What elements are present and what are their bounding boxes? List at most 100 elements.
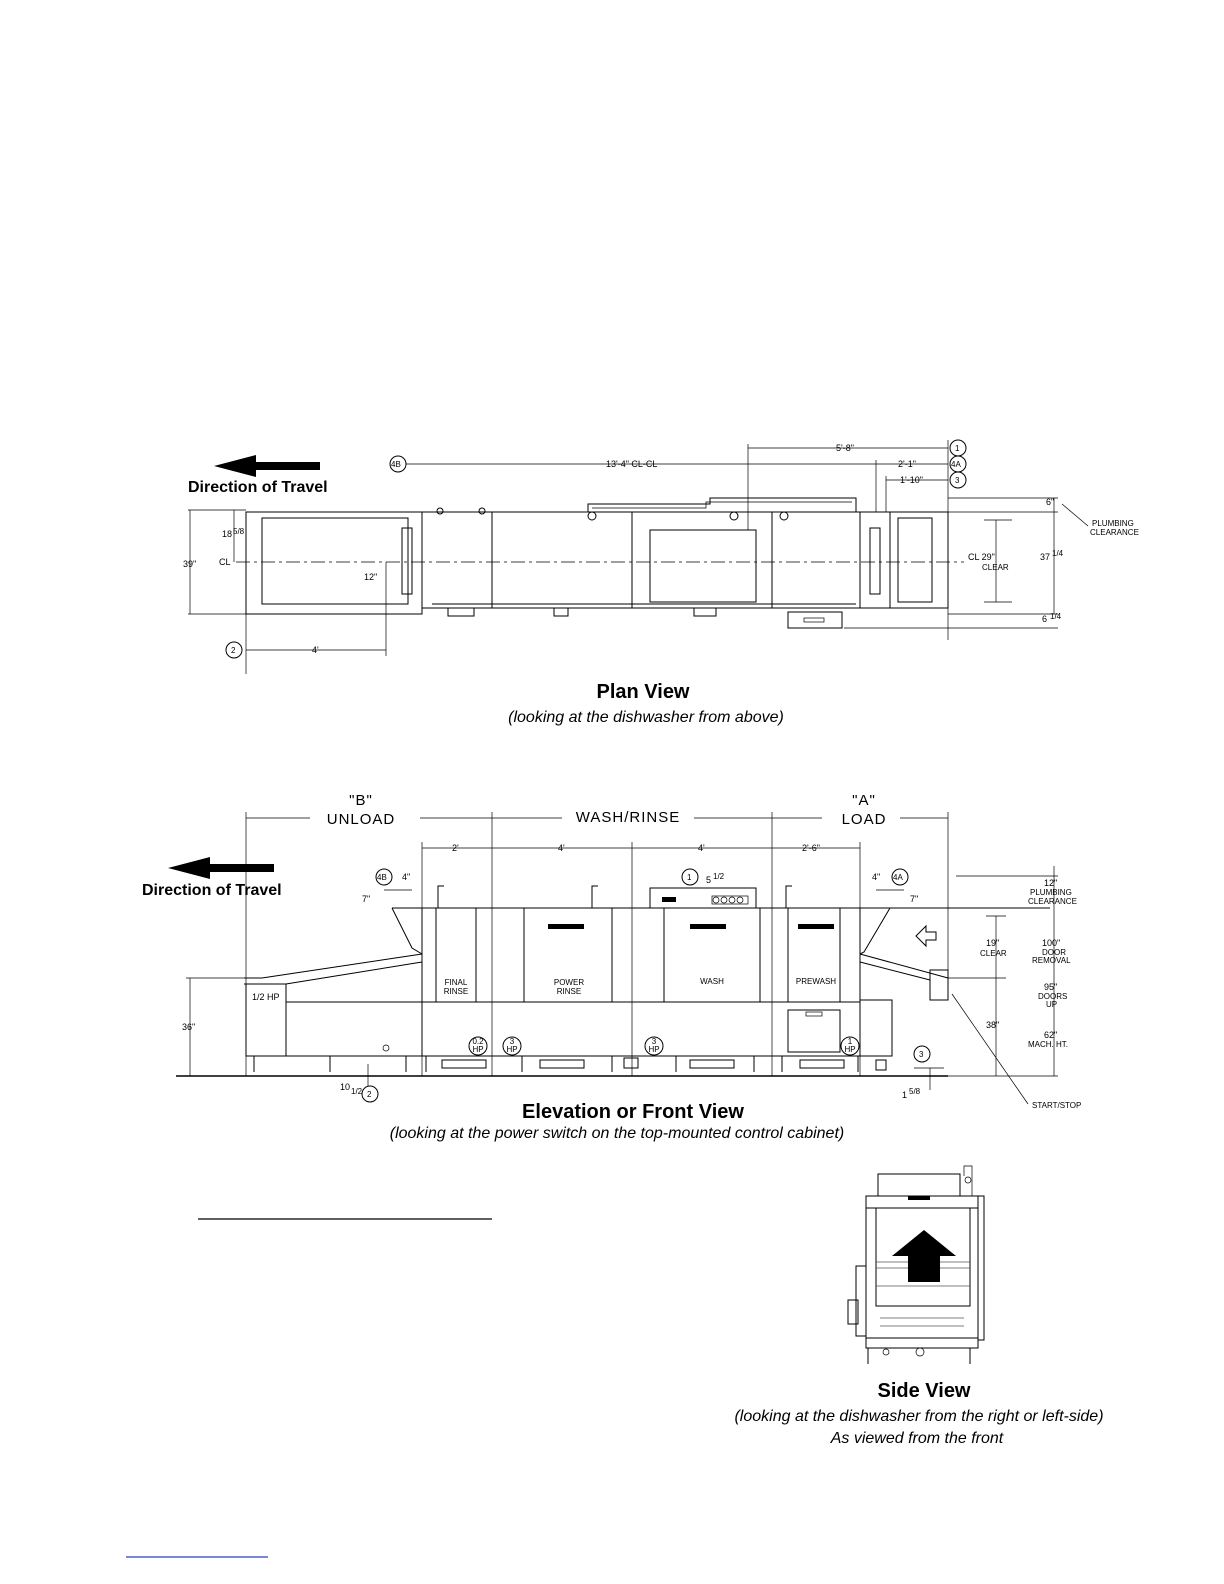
- el-dim-5: 5: [706, 875, 711, 885]
- plan-cl: CL: [219, 557, 231, 567]
- dim-6b-frac: 1/4: [1050, 612, 1062, 621]
- callout-4b: 4B: [391, 460, 401, 469]
- el-callout-4a-circle: [891, 868, 909, 886]
- el-callout-4a: 4A: [893, 873, 903, 882]
- plan-plumbing-2: CLEARANCE: [1090, 528, 1139, 537]
- zone-a-letter: "A": [852, 792, 876, 809]
- el-callout-3: 3: [919, 1050, 924, 1059]
- motor-1-unit: HP: [472, 1045, 483, 1054]
- legs: [253, 1056, 887, 1072]
- el-dim-12: 12": [1044, 878, 1057, 888]
- motor-2-unit: HP: [506, 1045, 517, 1054]
- el-dim-10-frac: 1/2: [351, 1087, 363, 1096]
- dim-6b: 6: [1042, 614, 1047, 624]
- el-dim-4l: 4": [402, 872, 410, 882]
- motor-4-unit: HP: [844, 1045, 855, 1054]
- elevation-view-title: Elevation or Front View: [522, 1101, 744, 1123]
- el-dim-38: 38": [986, 1020, 999, 1030]
- el-dim-7r: 7": [910, 894, 918, 904]
- el-callout-1: 1: [687, 873, 692, 882]
- motor-3-val: 3: [652, 1037, 657, 1046]
- el-mach-ht-2: MACH. HT.: [1028, 1040, 1068, 1049]
- callout-3-circle: [949, 471, 967, 489]
- el-callout-1-circle: [681, 868, 699, 886]
- motor-3-unit: HP: [648, 1045, 659, 1054]
- el-mach-ht-1: 62": [1044, 1030, 1057, 1040]
- dim-37: 37: [1040, 552, 1050, 562]
- sec-1: 2': [452, 843, 459, 853]
- el-callout-4b-circle: [375, 868, 393, 886]
- zone-b-letter: "B": [349, 792, 373, 809]
- el-dim-4r: 4": [872, 872, 880, 882]
- motor-2-val: 3: [510, 1037, 515, 1046]
- side-view-caption-2: As viewed from the front: [830, 1430, 1004, 1447]
- el-doors-up-3: UP: [1046, 1000, 1057, 1009]
- elevation-direction-arrow: [168, 857, 274, 879]
- el-doors-up-1: 95": [1044, 982, 1057, 992]
- plan-view: Direction of Travel 1 4A 3 4B 5'-8" 13'-…: [183, 439, 1139, 726]
- el-callout-2-circle: [361, 1085, 379, 1103]
- dim-4: 4': [312, 645, 319, 655]
- callout-3: 3: [955, 476, 960, 485]
- el-callout-4b: 4B: [377, 873, 387, 882]
- dim-39: 39": [183, 559, 196, 569]
- plan-plumbing-1: PLUMBING: [1092, 519, 1134, 528]
- badge-power: [548, 924, 584, 929]
- tank-final-1: FINAL: [445, 978, 468, 987]
- callout-1: 1: [955, 444, 960, 453]
- callout-4a: 4A: [951, 460, 961, 469]
- el-dim-7l: 7": [362, 894, 370, 904]
- tank-wash: WASH: [700, 977, 724, 986]
- elevation-view-caption: (looking at the power switch on the top-…: [390, 1125, 844, 1142]
- el-door-removal-2: DOOR: [1042, 948, 1066, 957]
- badge-prewash: [798, 924, 834, 929]
- tank-prewash: PREWASH: [796, 977, 836, 986]
- dim-12: 12": [364, 572, 377, 582]
- dim-overall: 13'-4" CL-CL: [606, 459, 657, 469]
- dim-5-8: 5'-8": [836, 443, 854, 453]
- el-callout-3-circle: [913, 1045, 931, 1063]
- sec-3: 4': [698, 843, 705, 853]
- dim-18-frac: 5/8: [233, 527, 245, 536]
- el-hp-half: 1/2 HP: [252, 992, 280, 1002]
- callout-2: 2: [231, 646, 236, 655]
- plan-direction-label: Direction of Travel: [188, 479, 328, 496]
- zone-wash: WASH/RINSE: [576, 809, 680, 826]
- el-plumbing-1: PLUMBING: [1030, 888, 1072, 897]
- el-dim-1-5-8: 1: [902, 1090, 907, 1100]
- dim-18: 18: [222, 529, 232, 539]
- side-up-arrow-icon: [892, 1230, 956, 1282]
- tank-final-2: RINSE: [444, 987, 468, 996]
- plan-clear: CLEAR: [982, 563, 1009, 572]
- zone-b-name: UNLOAD: [327, 811, 396, 828]
- el-dim-19: 19": [986, 938, 999, 948]
- motor-4-val: 1: [848, 1037, 853, 1046]
- side-view-caption-1: (looking at the dishwasher from the righ…: [734, 1408, 1103, 1425]
- dim-1-10: 1'-10": [900, 475, 923, 485]
- el-callout-2: 2: [367, 1090, 372, 1099]
- motor-1-val: 0.2: [472, 1037, 484, 1046]
- plan-direction-arrow: [214, 455, 320, 477]
- el-dim-36: 36": [182, 1022, 195, 1032]
- dim-6: 6": [1046, 497, 1054, 507]
- plan-view-title: Plan View: [596, 681, 689, 703]
- load-arrow-icon: [915, 924, 937, 948]
- el-dim-5-frac: 1/2: [713, 872, 725, 881]
- elevation-view: "B" UNLOAD WASH/RINSE "A" LOAD 2' 4' 4' …: [142, 792, 1081, 1142]
- badge-wash: [690, 924, 726, 929]
- side-view: Side View (looking at the dishwasher fro…: [734, 1165, 1104, 1447]
- tank-power-2: RINSE: [557, 987, 581, 996]
- el-dim-10: 10: [340, 1082, 350, 1092]
- el-plumbing-2: CLEARANCE: [1028, 897, 1077, 906]
- el-door-removal-3: REMOVAL: [1032, 956, 1071, 965]
- sec-4: 2'-6": [802, 843, 820, 853]
- sec-2: 4': [558, 843, 565, 853]
- el-dim-1-5-8-frac: 5/8: [909, 1087, 921, 1096]
- side-view-title: Side View: [877, 1380, 970, 1402]
- plan-cl-clear: CL 29": [968, 552, 995, 562]
- elevation-direction-label: Direction of Travel: [142, 882, 282, 899]
- el-clear: CLEAR: [980, 949, 1007, 958]
- el-start-stop: START/STOP: [1032, 1101, 1081, 1110]
- zone-a-name: LOAD: [842, 811, 887, 828]
